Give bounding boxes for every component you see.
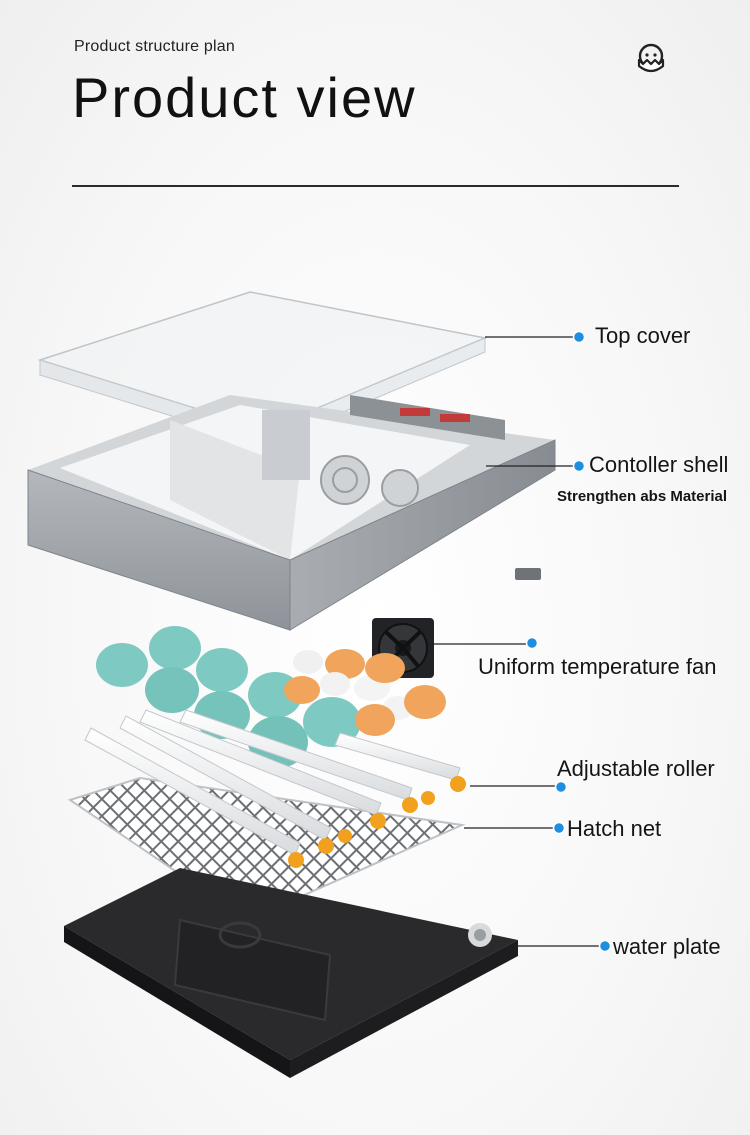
fan-label: Uniform temperature fan [478, 654, 717, 679]
top-cover-callout-dot [572, 330, 586, 344]
water-plate-callout-dot [598, 939, 612, 953]
adjustable-rollers [84, 709, 466, 868]
header-divider [72, 185, 679, 187]
top-cover-label: Top cover [595, 323, 691, 348]
page-subtitle: Product structure plan [74, 38, 235, 55]
water-plate-label: water plate [613, 934, 721, 959]
roller [139, 709, 386, 829]
roller [119, 715, 352, 854]
roller [334, 732, 466, 792]
top-cover-part [37, 291, 488, 446]
page-title: Product view [72, 66, 417, 129]
hatch-net-label: Hatch net [567, 816, 662, 841]
controller-shell-label: Contoller shell [589, 452, 729, 477]
hatch-net-callout-dot [552, 821, 566, 835]
roller [179, 709, 435, 813]
roller-label: Adjustable roller [557, 756, 715, 781]
controller-shell-note: Strengthen abs Material [557, 488, 728, 505]
roller-callout-dot [554, 780, 568, 794]
water-plate-part [64, 868, 518, 1078]
controller-shell-callout-dot [572, 459, 586, 473]
controller-shell-part [27, 395, 556, 631]
roller [84, 727, 304, 868]
callouts [430, 330, 612, 953]
fan-callout-dot [525, 636, 539, 650]
chick-in-egg-icon [637, 43, 665, 73]
